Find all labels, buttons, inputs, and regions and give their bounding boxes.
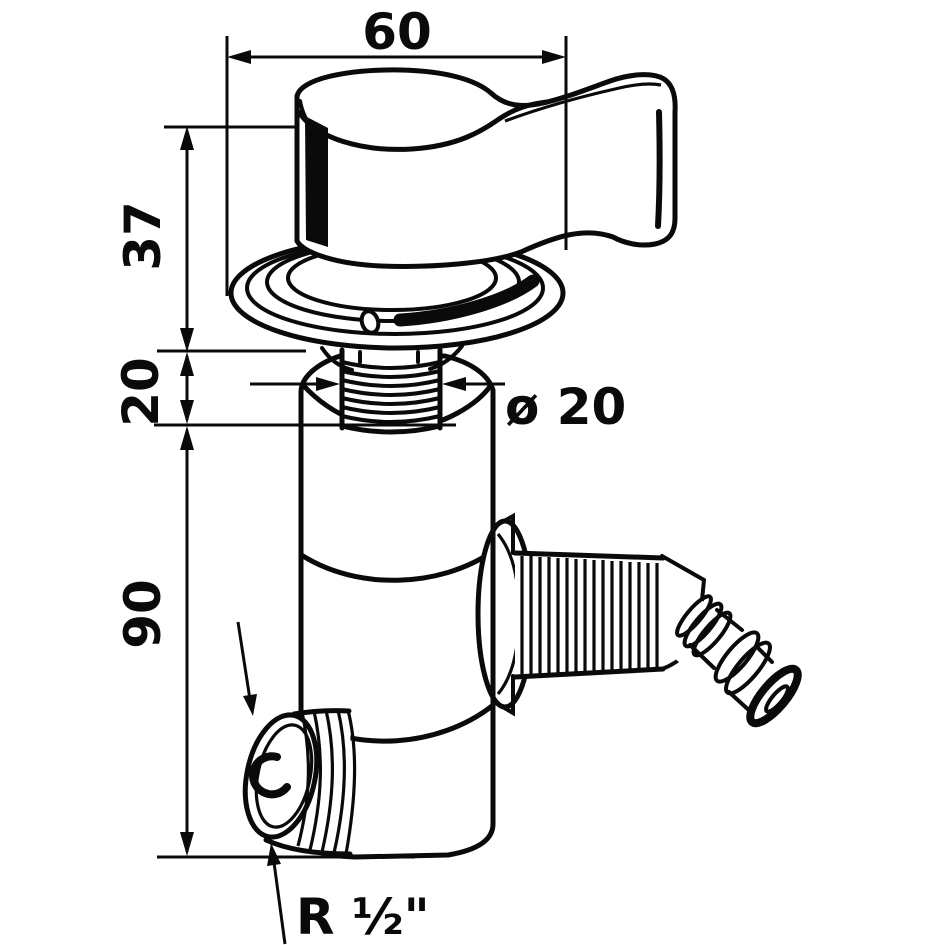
barb-throat-ring-3 [691,610,733,658]
barb-tip-bore [764,684,790,714]
dim-20-arrow-top [180,352,194,376]
union-bottom-nub [494,674,515,717]
body-upper-waist [300,549,495,583]
outlet-thread-top [512,550,666,561]
barb-top-edge-1 [715,608,744,632]
boss-bottom-edge [263,837,353,857]
hose-barb [662,588,802,728]
union-top-nub [495,512,515,555]
handle-shade-stripe [305,116,328,247]
outlet-union [475,512,707,717]
flange-skirt-right [428,344,464,371]
barb-throat-ring-2 [682,601,724,649]
dim-60-label: 60 [362,3,432,61]
dim-90-arrow-bottom [180,832,194,856]
dimension-90: 90 [114,423,456,859]
flange-skirt-left [320,346,354,372]
dim-37-label: 37 [114,201,172,271]
barb-bottom-edge-1 [688,643,716,670]
threaded-stem [339,346,443,435]
dim-37-arrow-bottom [180,328,194,352]
thread-spec-label: R ½" [296,888,430,945]
dimension-60: 60 [225,3,568,296]
dim-90-label: 90 [114,579,172,649]
dim-dia20-label: ø 20 [505,378,626,436]
stem-collar-ticks [358,350,420,364]
handle-neck-line [504,82,662,123]
dim-90-arrow-top [180,426,194,450]
dim-20-label: 20 [112,357,170,427]
dim-dia20-arrow-right [442,377,466,391]
lever-handle [294,67,678,269]
handle-top-face-edge [296,99,550,152]
outlet-step-top [660,554,707,602]
barb-top-edge-2 [754,644,774,664]
flange-screw-detail [359,309,381,335]
flange-shadow-crescent [393,274,540,327]
dim-60-arrow-right [542,50,566,64]
dimension-20: 20 [112,349,306,427]
barb-ridge-ring-1 [713,630,761,684]
callout-arrow-upper [243,694,257,716]
dimension-diameter-20: ø 20 [250,377,626,436]
dimension-37: 37 [114,125,298,352]
boss-bore-c-ring [249,752,291,799]
callout-leader-lower [271,854,287,945]
callout-leader-upper [236,621,253,707]
boss-top-edge [291,708,352,717]
outlet-thread-bottom [512,666,666,680]
dim-20-arrow-bottom [180,400,194,424]
callout-arrow-lower [267,843,281,866]
thread-callout-r-half: R ½" [236,621,430,945]
bottom-thread-connector [242,708,357,857]
outlet-thread-lines [520,556,659,675]
dim-dia20-arrow-left [316,377,340,391]
dim-60-arrow-left [227,50,251,64]
stem-thread-arcs [340,360,442,424]
barb-throat-ring-1 [675,594,713,638]
boss-thread-lines [296,709,357,855]
handle-end-slot [655,109,663,229]
stem-bottom-arc [339,423,443,435]
dim-37-arrow-top [180,126,194,150]
outlet-thread-fill [515,552,665,678]
handle-silhouette [294,67,678,269]
